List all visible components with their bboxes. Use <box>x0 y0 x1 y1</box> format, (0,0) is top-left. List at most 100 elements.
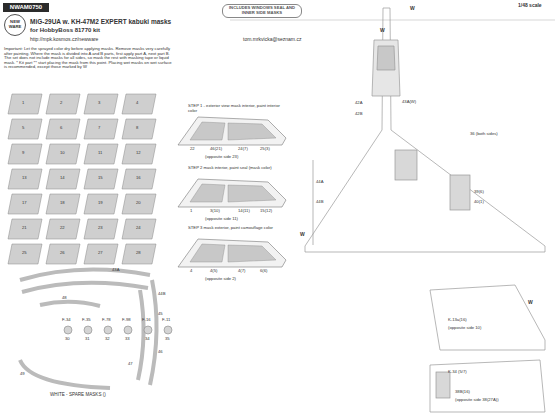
callout-number: 18 <box>60 201 65 206</box>
callout-number: 26 <box>60 251 65 256</box>
mask-piece <box>122 219 156 239</box>
callout-number: 44A <box>316 180 323 185</box>
callout-number: 34 <box>145 337 150 342</box>
callout-number: 28 <box>136 251 141 256</box>
callout-number: 24(7) <box>238 147 248 152</box>
node-text: INCLUDES WINDOWS SEAL AND INNER SIDE MAS… <box>225 6 299 15</box>
callout-number: 45 <box>158 312 163 317</box>
callout-number: 42A <box>355 101 362 106</box>
callout-number: 36 (both sides) <box>470 132 498 137</box>
mask-piece <box>8 219 42 239</box>
callout-number: 24 <box>136 226 141 231</box>
callout-number: 20 <box>136 201 141 206</box>
step-text: STEP 2 mask interior, paint seal (mask c… <box>188 166 283 171</box>
callout-number: (opposite side 11) <box>205 217 238 222</box>
callout-number: K-34 (5/7) <box>448 370 467 375</box>
callout-number: F-34 <box>62 318 71 323</box>
callout-number: W <box>410 6 415 12</box>
callout-number: 4 <box>136 101 138 106</box>
mask-piece <box>84 219 118 239</box>
mask-piece <box>8 144 42 164</box>
callout-number: (opposite side 38(27A)) <box>455 398 499 403</box>
callout-number: F-11 <box>162 318 170 323</box>
callout-number: 6 <box>60 126 62 131</box>
callout-number: WHITE - SPARE MASKS () <box>50 392 106 397</box>
callout-number: 46 <box>158 350 163 355</box>
callout-number: 7 <box>98 126 100 131</box>
header-text: tom.mrkvicka@seznam.cz <box>243 37 301 43</box>
callout-number: (opposite side 10) <box>448 326 481 331</box>
callout-number: 3 <box>98 101 100 106</box>
mask-piece <box>122 169 156 189</box>
logo-badge: NEW WARE <box>4 14 26 36</box>
callout-number: F-35 <box>82 318 91 323</box>
mask-piece <box>122 119 156 139</box>
callout-number: 12 <box>136 151 141 156</box>
callout-number: 22 <box>190 147 195 152</box>
callout-number: 4(5) <box>210 269 217 274</box>
callout-number: 22 <box>60 226 65 231</box>
callout-number: 13 <box>22 176 27 181</box>
mask-piece <box>46 194 80 214</box>
callout-number: 27 <box>98 251 103 256</box>
mask-piece <box>84 194 118 214</box>
mask-piece <box>84 119 118 139</box>
instruction-note: Important: Let the sprayed color dry bef… <box>4 47 172 70</box>
callout-number: W <box>528 300 533 306</box>
callout-number: 4(7) <box>238 269 245 274</box>
mask-piece <box>46 94 80 114</box>
callout-number: 44B <box>158 292 165 297</box>
callout-number: 11 <box>98 151 102 156</box>
callout-number: 6(6) <box>260 269 267 274</box>
callout-number: 4 <box>190 269 192 274</box>
node-text: NEW WARE <box>7 20 23 29</box>
callout-number: 42B <box>355 112 362 117</box>
callout-number: 43A(W) <box>402 100 416 105</box>
mask-piece <box>8 244 42 264</box>
mask-piece <box>46 219 80 239</box>
mask-piece <box>46 169 80 189</box>
callout-number: 25(3) <box>260 147 270 152</box>
info-stamp: INCLUDES WINDOWS SEAL AND INNER SIDE MAS… <box>222 4 302 18</box>
callout-number: 1 <box>190 209 192 214</box>
callout-number: 33 <box>125 337 130 342</box>
callout-number: 44B <box>316 200 323 205</box>
callout-number: 46(21) <box>210 147 222 152</box>
mask-piece <box>122 94 156 114</box>
callout-number: 2 <box>60 101 62 106</box>
callout-number: 9 <box>22 151 24 156</box>
header-text: MiG-29UA w. KH-47M2 EXPERT kabuki masks <box>30 18 171 25</box>
callout-number: 16 <box>136 176 141 181</box>
callout-number: 1 <box>22 101 24 106</box>
callout-number: W <box>380 28 385 34</box>
callout-number: 43A <box>112 268 119 273</box>
callout-number: 35 <box>165 337 170 342</box>
callout-number: 39(6) <box>474 190 484 195</box>
callout-number: 21 <box>22 226 27 231</box>
mask-piece <box>122 244 156 264</box>
step-text: STEP 3 mask exterior, paint camouflage c… <box>188 226 283 231</box>
callout-number: 14 <box>60 176 65 181</box>
mask-piece <box>8 194 42 214</box>
header-text: for HobbyBoss 81770 kit <box>30 27 100 34</box>
mask-piece <box>122 194 156 214</box>
mask-piece <box>8 119 42 139</box>
callout-number: 32 <box>105 337 110 342</box>
callout-number: 15 <box>98 176 103 181</box>
callout-number: 38B(16) <box>455 390 470 395</box>
callout-number: 47 <box>128 362 133 367</box>
callout-number: 17 <box>22 201 27 206</box>
header-text: http://mpk.kosmos.cz/newware <box>30 37 98 43</box>
callout-number: 3(10) <box>210 209 220 214</box>
callout-number: 31 <box>85 337 90 342</box>
callout-number: 40(1) <box>474 200 484 205</box>
callout-number: 10 <box>60 151 65 156</box>
callout-number: 48 <box>62 296 67 301</box>
mask-piece <box>84 144 118 164</box>
node-text: NWAM0750 <box>10 4 42 11</box>
callout-number: 14(11) <box>238 209 250 214</box>
mask-piece <box>122 144 156 164</box>
mask-piece <box>46 119 80 139</box>
callout-number: 25 <box>22 251 27 256</box>
